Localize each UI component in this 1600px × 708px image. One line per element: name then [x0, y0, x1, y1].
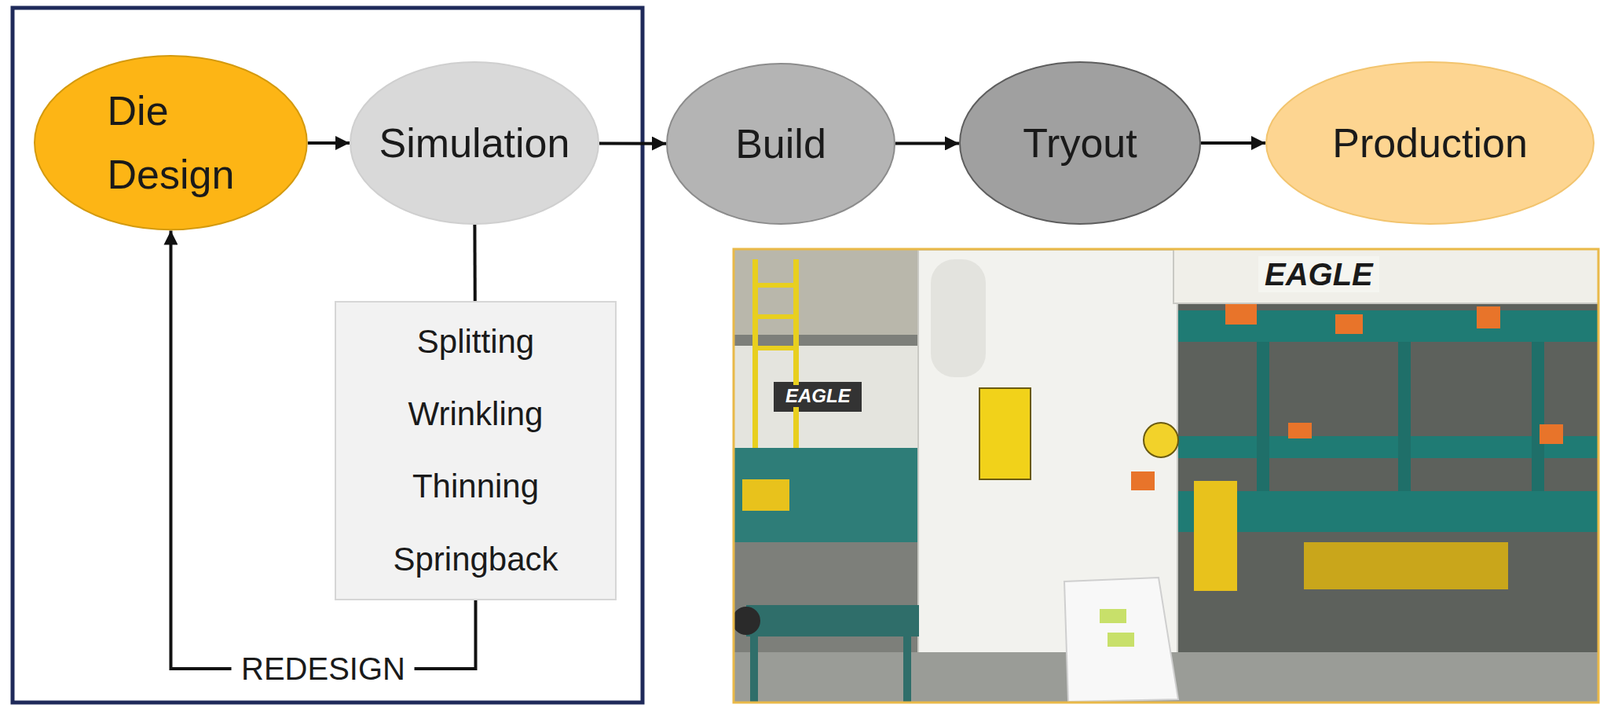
second-press-sign	[773, 381, 862, 412]
flow-connector	[1200, 141, 1266, 145]
node-text-group: Die Design	[107, 79, 235, 206]
teal-post	[1256, 341, 1270, 491]
yellow-window-guard	[979, 388, 1031, 480]
orange-block	[1335, 314, 1363, 334]
node-text-group: Simulation	[379, 118, 571, 168]
leaning-sign	[1064, 577, 1179, 702]
press-cylinder	[930, 259, 986, 378]
node-label: Thinning	[412, 450, 539, 524]
teal-post	[1531, 341, 1545, 491]
teal-post	[1398, 341, 1411, 491]
flow-connector	[599, 141, 667, 145]
node-label: Splitting	[417, 305, 535, 378]
teal-table	[746, 604, 919, 637]
process-ellipse: Build	[666, 62, 896, 225]
orange-block	[1288, 422, 1312, 439]
node-text-group: Tryout	[1022, 118, 1137, 168]
node-label: Production	[1332, 118, 1528, 168]
node-label: Die Design	[107, 79, 235, 206]
table-leg	[903, 636, 912, 703]
node-text-group: SplittingWrinklingThinningSpringback	[392, 305, 558, 597]
node-outline	[33, 54, 308, 231]
process-ellipse: Die Design	[33, 54, 308, 231]
press-photo	[733, 248, 1600, 703]
flow-connector	[307, 141, 350, 145]
ellipse-shape	[959, 62, 1201, 224]
second-press	[733, 345, 919, 448]
die-fixture	[1303, 541, 1509, 590]
green-sticker	[1107, 632, 1135, 647]
node-label: Wrinkling	[408, 377, 544, 451]
defect-list-box: SplittingWrinklingThinningSpringback	[334, 300, 617, 601]
node-label: Simulation	[379, 118, 571, 168]
ellipse-shape	[666, 63, 895, 224]
photo-background	[733, 248, 1600, 703]
machine-brand-sign: EAGLE	[1258, 256, 1380, 293]
process-ellipse: Tryout	[959, 61, 1201, 225]
press-bed-background	[1173, 303, 1600, 657]
teal-rail	[1173, 490, 1600, 532]
orange-block	[1476, 306, 1501, 329]
ellipse-shape	[350, 62, 599, 224]
worker-figure	[733, 606, 761, 635]
left-guard	[742, 479, 790, 511]
connector-label: REDESIGN	[231, 650, 415, 687]
machine-brand-sign: EAGLE	[779, 384, 857, 407]
group-frame	[12, 7, 643, 703]
ladder-rung	[752, 345, 799, 351]
press-crown	[1173, 248, 1600, 304]
flow-connector	[895, 141, 960, 145]
process-ellipse: Production	[1265, 61, 1595, 225]
node-text-group: Production	[1332, 118, 1528, 168]
flow-connector	[472, 224, 476, 301]
green-sticker	[1099, 608, 1127, 623]
node-label: Springback	[392, 523, 558, 596]
ladder-rung	[752, 282, 799, 288]
process-ellipse: Simulation	[349, 61, 600, 225]
ladder-rung	[752, 314, 799, 319]
orange-block	[1539, 424, 1564, 444]
table-leg	[750, 636, 758, 703]
node-label: Tryout	[1022, 118, 1137, 168]
ellipse-shape	[34, 55, 308, 230]
orange-switch	[1131, 471, 1155, 491]
orange-block	[1225, 300, 1257, 325]
photo-border	[733, 248, 1599, 703]
node-text-group: Build	[735, 119, 827, 169]
ellipse-shape	[1266, 62, 1594, 224]
node-label: Build	[735, 119, 827, 169]
yellow-guard	[1193, 480, 1238, 591]
left-machinery	[733, 447, 922, 542]
yellow-wheel	[1143, 422, 1179, 458]
